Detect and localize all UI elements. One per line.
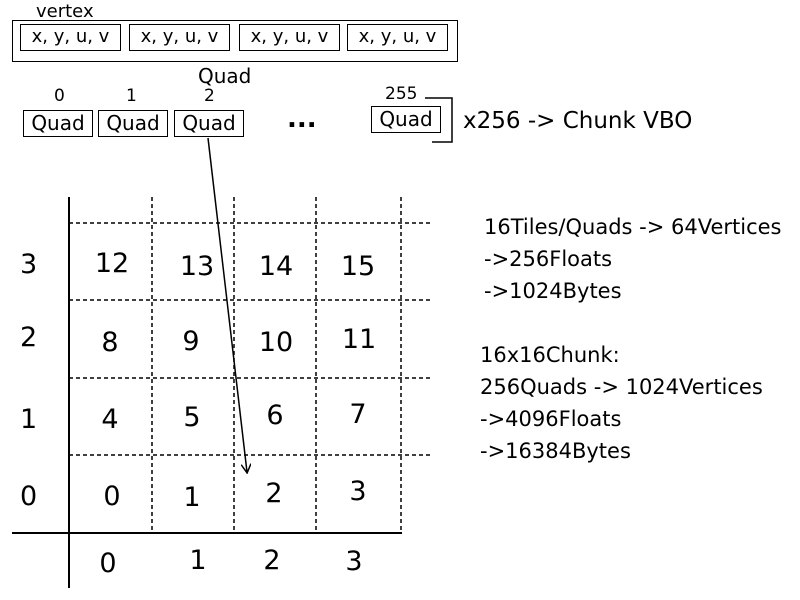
quad-ellipsis: ... — [287, 104, 317, 134]
col-label-2: 2 — [263, 545, 281, 576]
tile-14: 14 — [258, 251, 294, 282]
chunk-note-line-2: 256Quads -> 1024Vertices — [480, 375, 763, 399]
chunk-vbo-label: x256 -> Chunk VBO — [463, 108, 693, 134]
quad-callout-label: Quad — [198, 64, 252, 88]
col-label-0: 0 — [99, 548, 117, 579]
vertex-label: vertex — [36, 1, 94, 22]
tile-6: 6 — [266, 400, 284, 431]
chunk-note: 16x16Chunk: 256Quads -> 1024Vertices ->4… — [480, 339, 763, 467]
col-label-3: 3 — [345, 546, 363, 577]
tiles-note: 16Tiles/Quads -> 64Vertices ->256Floats … — [484, 211, 782, 307]
quad-index-255: 255 — [385, 84, 418, 104]
tile-9: 9 — [182, 326, 200, 357]
vertex-cell-2: x, y, u, v — [239, 24, 340, 51]
quad-box-2: Quad — [174, 110, 244, 137]
chunk-note-line-1: 16x16Chunk: — [480, 343, 620, 367]
tile-10: 10 — [258, 327, 294, 358]
vertex-cell-3: x, y, u, v — [347, 24, 448, 51]
tiles-note-line-1: 16Tiles/Quads -> 64Vertices — [484, 215, 782, 239]
tile-13: 13 — [179, 251, 215, 282]
tile-15: 15 — [340, 251, 376, 282]
tile-5: 5 — [183, 402, 201, 433]
tile-8: 8 — [101, 327, 119, 358]
tile-2: 2 — [265, 478, 283, 509]
vertex-cell-0: x, y, u, v — [20, 24, 121, 51]
quad-box-0: Quad — [23, 110, 93, 137]
row-label-0: 0 — [20, 481, 38, 512]
tile-12: 12 — [94, 248, 130, 279]
vertex-cell-1: x, y, u, v — [129, 24, 230, 51]
quad-index-2: 2 — [204, 86, 215, 106]
vertex-container — [12, 20, 458, 62]
tile-0: 0 — [103, 481, 121, 512]
quad-index-1: 1 — [126, 86, 137, 106]
tile-4: 4 — [101, 404, 119, 435]
tiles-note-line-2: ->256Floats — [484, 247, 613, 271]
tiles-note-line-3: ->1024Bytes — [484, 279, 622, 303]
chunk-note-line-4: ->16384Bytes — [480, 439, 631, 463]
quad-box-255: Quad — [371, 106, 441, 133]
tile-11: 11 — [341, 324, 377, 355]
col-label-1: 1 — [189, 545, 207, 576]
tile-1: 1 — [183, 482, 201, 513]
quad-index-0: 0 — [54, 86, 65, 106]
row-label-1: 1 — [20, 404, 38, 435]
tile-3: 3 — [349, 476, 367, 507]
quad-to-tile-arrow — [207, 137, 247, 472]
row-label-2: 2 — [20, 322, 38, 353]
chunk-note-line-3: ->4096Floats — [480, 407, 622, 431]
quad-box-1: Quad — [98, 110, 168, 137]
row-label-3: 3 — [20, 249, 38, 280]
vbo-bracket — [425, 97, 453, 143]
tile-7: 7 — [349, 399, 367, 430]
